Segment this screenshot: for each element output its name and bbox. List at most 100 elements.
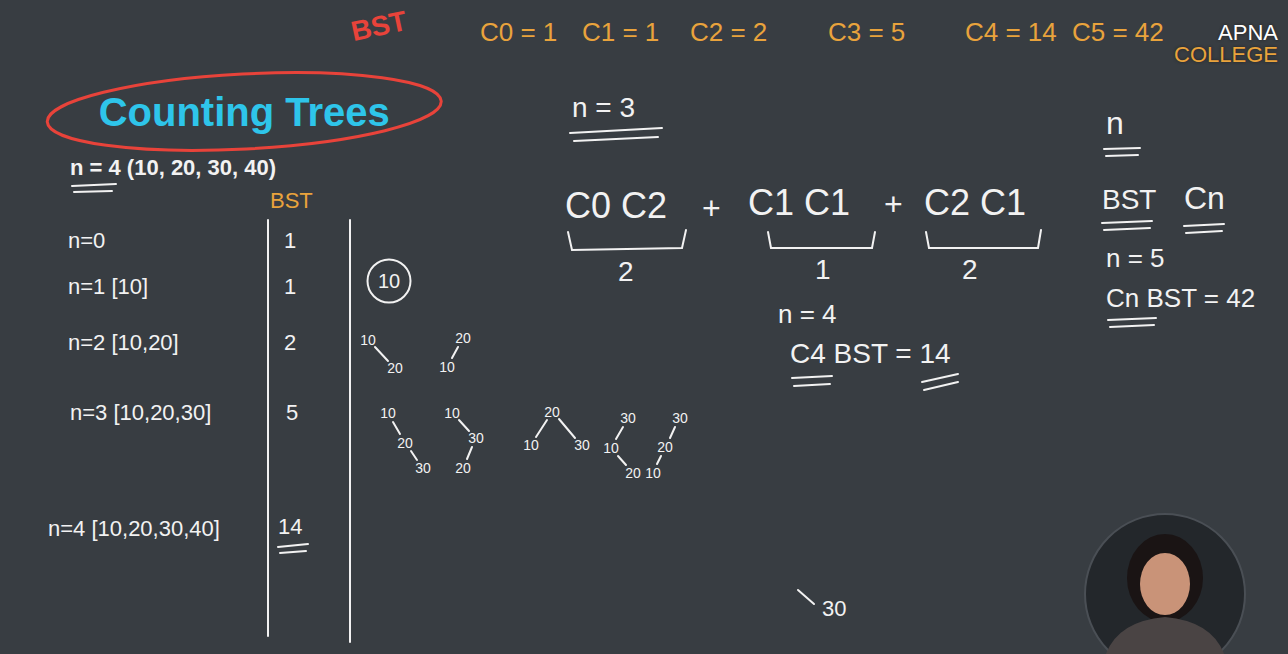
underline	[74, 191, 112, 192]
underline	[1108, 318, 1156, 320]
underline	[280, 551, 306, 553]
table-cell: 1	[284, 274, 296, 299]
underline	[1104, 148, 1140, 149]
tree-key: 10	[439, 359, 455, 375]
tree-key: 20	[397, 435, 413, 451]
tree-key: 10	[603, 440, 619, 456]
case-heading: n = 4	[778, 300, 837, 330]
table-cell: 14	[278, 514, 302, 539]
table-cell: 5	[286, 400, 298, 425]
tree-key: 30	[574, 437, 590, 453]
tree-key: 10	[378, 270, 400, 293]
tree-key: 20	[544, 404, 560, 420]
underline	[1186, 231, 1222, 233]
tree-node-circle: 10	[366, 258, 412, 304]
tree-key: 10	[444, 405, 460, 421]
webcam-frame	[1085, 514, 1245, 654]
ellipse-outline	[45, 64, 443, 160]
underline	[1102, 221, 1152, 223]
underline	[792, 376, 832, 378]
underline	[1184, 224, 1224, 226]
bracket	[568, 230, 686, 250]
underline	[72, 184, 116, 186]
tree-key: 20	[455, 330, 471, 346]
board-strokes	[72, 128, 1224, 642]
table-cell: 2	[284, 330, 296, 355]
tree-edge	[798, 590, 814, 604]
table-cell: n=3 [10,20,30]	[70, 400, 211, 425]
plus-sign: +	[702, 190, 721, 227]
underline	[570, 128, 662, 133]
tree-key: 10	[360, 332, 376, 348]
underline	[278, 544, 308, 547]
circle-outline	[368, 260, 411, 303]
product-value: 2	[962, 254, 978, 286]
tree-key: 30	[672, 410, 688, 426]
table-cell: n=2 [10,20]	[68, 330, 179, 355]
tree-key: 30	[468, 430, 484, 446]
plus-sign: +	[884, 186, 903, 223]
product-value: 2	[618, 256, 634, 288]
tree-edge	[657, 456, 661, 464]
table-cell: n=0	[68, 228, 105, 253]
catalan-product: C0 C2	[565, 185, 667, 226]
catalan-value: C5 = 42	[1072, 18, 1164, 48]
column-header: BST	[270, 188, 313, 213]
presenter-hair	[1127, 534, 1203, 622]
catalan-value: C1 = 1	[582, 18, 659, 48]
table-cell: n=4 [10,20,30,40]	[48, 516, 220, 541]
bracket	[768, 232, 875, 248]
tree-edge	[375, 347, 388, 361]
tree-key: 30	[620, 410, 636, 426]
problem-statement: n = 4 (10, 20, 30, 40)	[70, 155, 276, 180]
annotation: BST	[348, 5, 409, 48]
case-heading: n = 3	[572, 92, 635, 124]
tree-edge	[452, 347, 458, 358]
underline	[1110, 325, 1154, 327]
table-rule	[349, 220, 351, 642]
underline	[574, 137, 658, 141]
tree-key: 30	[822, 596, 846, 621]
tree-edge	[411, 451, 417, 460]
result-note: C4 BST = 14	[790, 338, 951, 370]
underline	[922, 374, 958, 382]
catalan-product: C1 C1	[748, 182, 850, 223]
bracket	[926, 230, 1041, 248]
title-ellipse: Counting Trees	[45, 72, 443, 151]
tree-key: 10	[380, 405, 396, 421]
tree-key: 20	[455, 460, 471, 476]
general-heading: Cn	[1184, 180, 1225, 217]
table-cell: 1	[284, 228, 296, 253]
table-rule	[267, 220, 269, 636]
tree-key: 20	[625, 465, 641, 481]
general-heading: BST	[1102, 184, 1156, 216]
tree-edge	[559, 419, 575, 438]
result-note: Cn BST = 42	[1106, 284, 1255, 314]
catalan-value: C4 = 14	[965, 18, 1057, 48]
title-text: Counting Trees	[99, 89, 390, 135]
tree-edge	[616, 427, 623, 439]
table-cell: n=1 [10]	[68, 274, 148, 299]
tree-edge	[459, 420, 469, 431]
general-heading: n	[1106, 105, 1124, 142]
presenter-face	[1140, 553, 1190, 615]
underline	[1104, 228, 1150, 230]
tree-edge	[536, 420, 547, 437]
product-value: 1	[815, 254, 831, 286]
tree-key: 20	[657, 439, 673, 455]
tree-edge	[467, 447, 472, 459]
tree-edge	[670, 427, 675, 438]
watermark: APNA COLLEGE	[1170, 22, 1278, 66]
tree-edge	[618, 456, 626, 465]
case-heading: n = 5	[1106, 244, 1165, 274]
tree-key: 30	[415, 460, 431, 476]
catalan-value: C3 = 5	[828, 18, 905, 48]
presenter-webcam	[1085, 514, 1245, 654]
underline	[794, 384, 830, 386]
tree-key: 10	[523, 437, 539, 453]
presenter-body	[1102, 617, 1228, 654]
tree-key: 20	[387, 360, 403, 376]
catalan-product: C2 C1	[924, 182, 1026, 223]
catalan-value: C2 = 2	[690, 18, 767, 48]
